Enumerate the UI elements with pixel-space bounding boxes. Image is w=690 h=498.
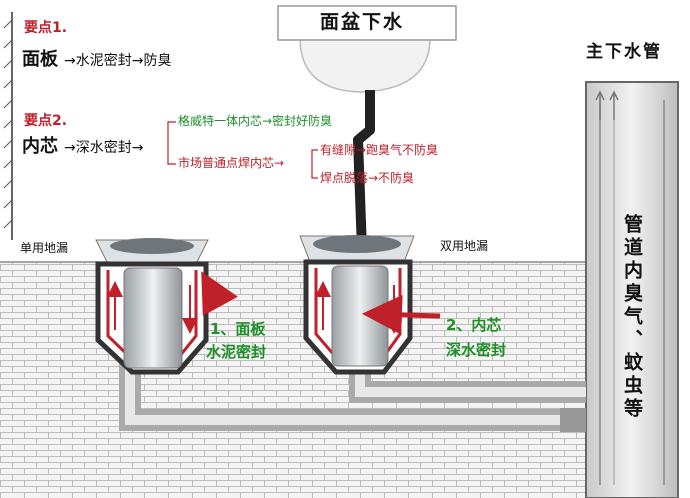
branch-good: 格威特一体内芯→密封好防臭 bbox=[178, 114, 333, 128]
pipe-side-text: 管道内臭气、蚊虫等 bbox=[621, 214, 643, 421]
left-wall bbox=[3, 12, 13, 240]
single-drain-label: 单用地漏 bbox=[20, 241, 69, 255]
single-drain bbox=[95, 238, 238, 375]
callout2-line1: 2、内芯 bbox=[446, 316, 502, 334]
bad-weld: 焊点脱落→不防臭 bbox=[320, 171, 415, 185]
main-pipe bbox=[585, 81, 679, 498]
point1-part: 面板 bbox=[22, 49, 58, 70]
callout1-line2: 水泥密封 bbox=[206, 343, 267, 361]
branch-bad: 市场普通点焊内芯→ bbox=[178, 156, 285, 170]
point2-heading: 要点2. bbox=[24, 113, 68, 129]
bad-gap: 有缝隙→跑臭气不防臭 bbox=[320, 143, 439, 157]
double-drain-label: 双用地漏 bbox=[440, 239, 489, 253]
branch-brackets bbox=[167, 121, 318, 179]
callout2-line2: 深水密封 bbox=[446, 341, 507, 359]
main-pipe-label: 主下水管 bbox=[586, 42, 662, 62]
basin-label: 面盆下水 bbox=[320, 11, 405, 33]
callout1-line1: 1、面板 bbox=[210, 320, 266, 338]
double-drain bbox=[299, 235, 441, 375]
point2-part: 内芯 bbox=[22, 136, 58, 157]
point1-chain: →水泥密封→防臭 bbox=[64, 53, 172, 69]
point2-chain: →深水密封→ bbox=[64, 140, 144, 156]
point1-heading: 要点1. bbox=[24, 20, 68, 36]
brick-floor bbox=[0, 262, 585, 498]
basin bbox=[277, 5, 457, 251]
